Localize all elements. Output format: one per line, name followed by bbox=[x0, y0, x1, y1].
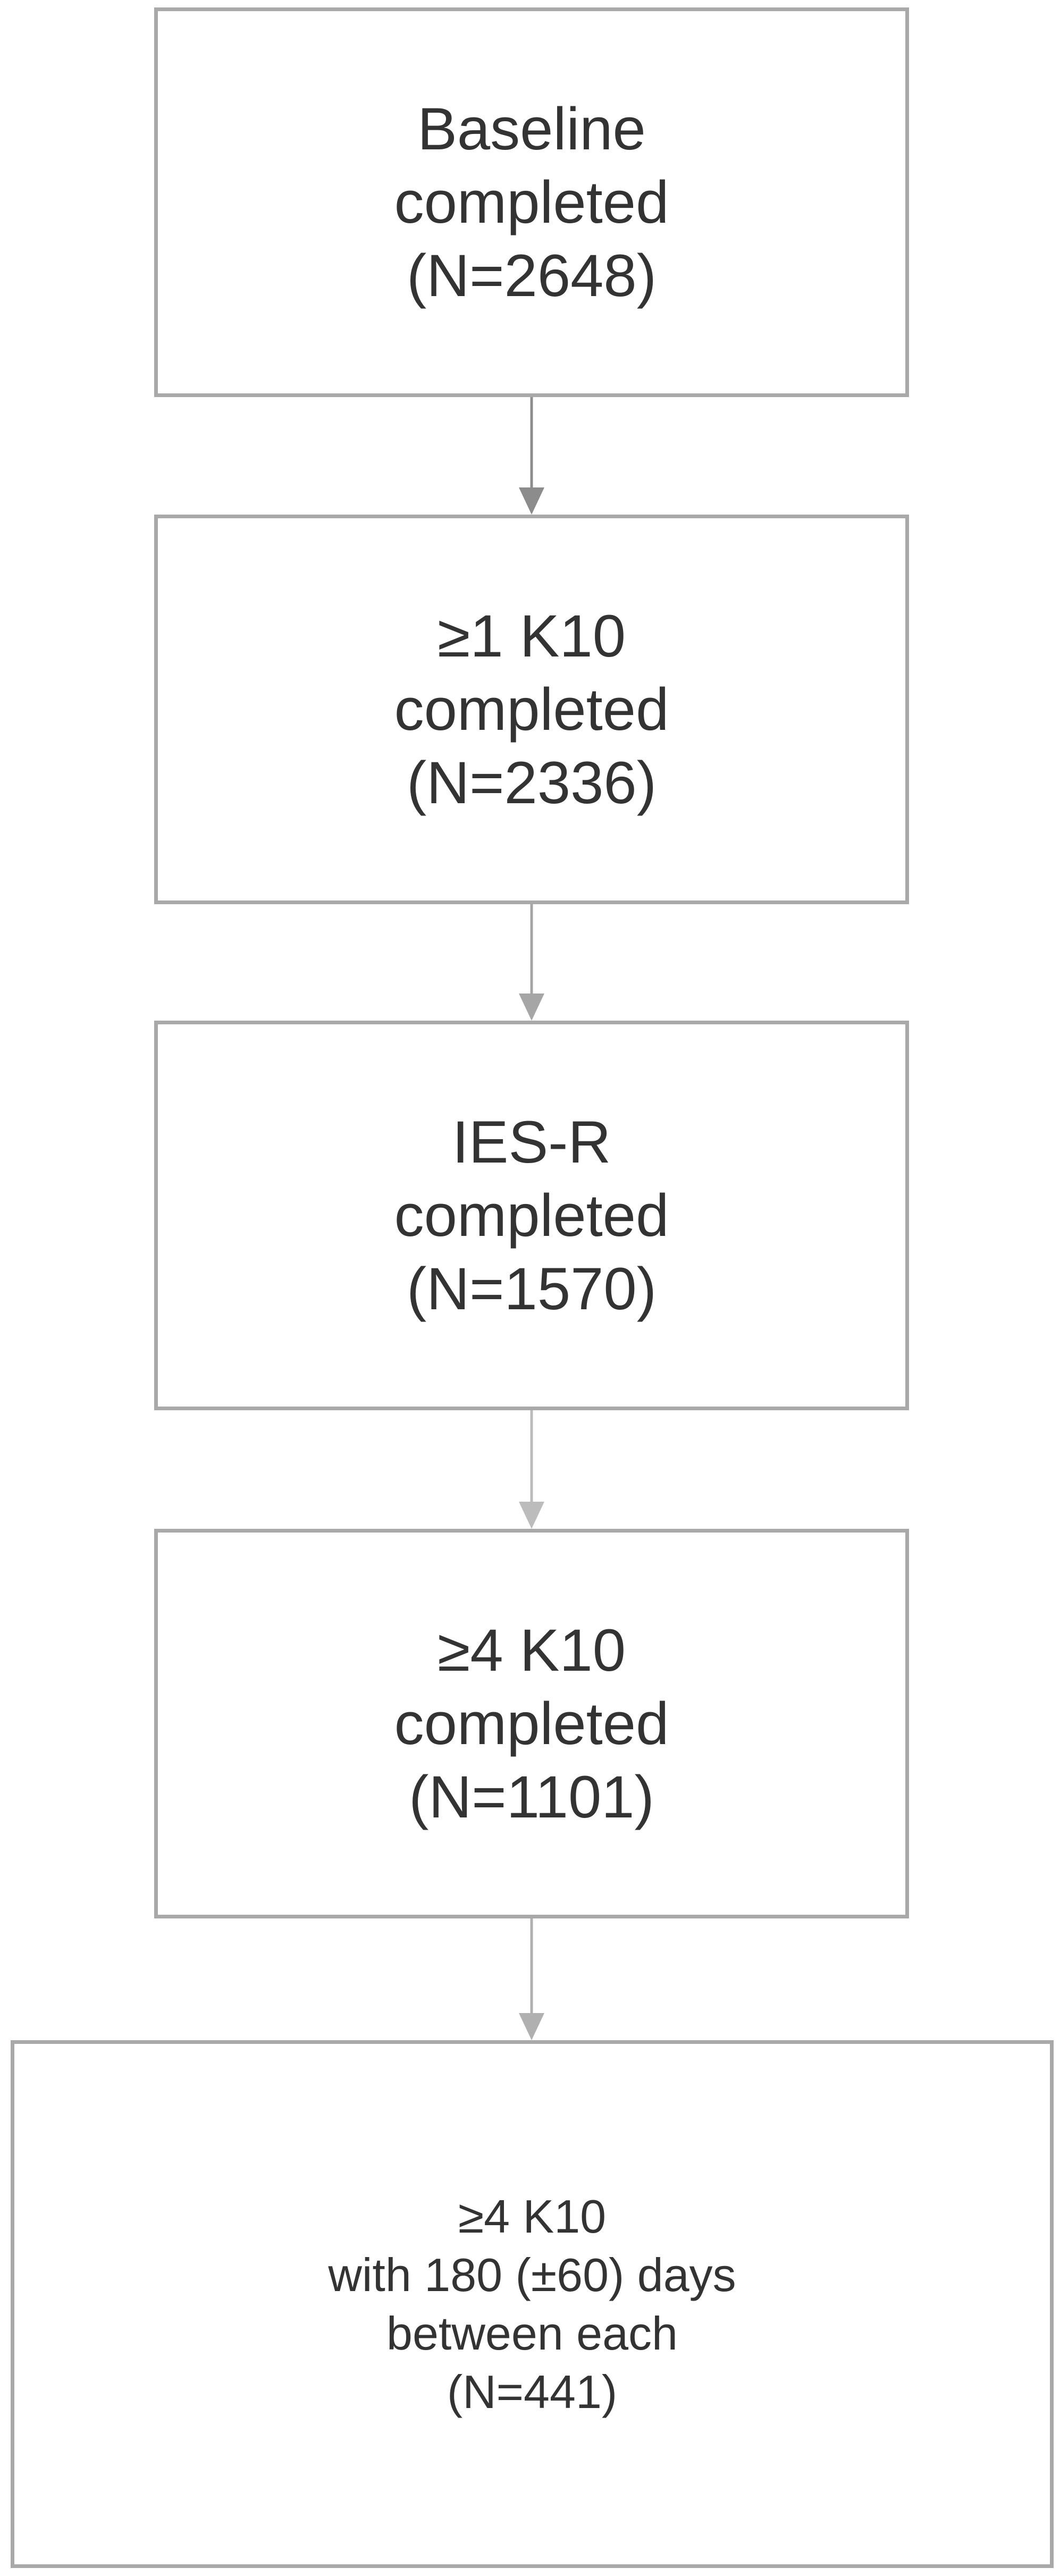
flow-arrow-2 bbox=[516, 904, 548, 1021]
flow-arrow-4 bbox=[516, 1918, 548, 2040]
step-5-line-3: between each bbox=[386, 2306, 678, 2360]
step-four-k10-completed: ≥4 K10 completed (N=1101) bbox=[154, 1529, 909, 1918]
arrow-down-icon bbox=[519, 397, 544, 515]
step-3-line-1: IES-R bbox=[452, 1108, 611, 1175]
step-4-line-2: completed bbox=[394, 1690, 669, 1757]
step-baseline-completed: Baseline completed (N=2648) bbox=[154, 7, 909, 397]
step-1-line-2: completed bbox=[394, 169, 669, 235]
step-3-line-3: (N=1570) bbox=[406, 1255, 657, 1322]
flow-arrow-3 bbox=[516, 1410, 548, 1529]
step-5-line-4: (N=441) bbox=[447, 2365, 618, 2418]
flow-arrow-1 bbox=[516, 397, 548, 515]
step-4-line-3: (N=1101) bbox=[409, 1763, 654, 1830]
arrow-down-icon bbox=[519, 1410, 544, 1529]
step-5-line-2: with 180 (±60) days bbox=[328, 2248, 736, 2301]
step-one-k10-completed: ≥1 K10 completed (N=2336) bbox=[154, 515, 909, 904]
step-1-line-3: (N=2648) bbox=[406, 242, 657, 309]
step-5-line-1: ≥4 K10 bbox=[458, 2190, 607, 2243]
arrow-down-icon bbox=[519, 904, 544, 1021]
step-2-line-2: completed bbox=[394, 676, 669, 743]
step-2-line-3: (N=2336) bbox=[406, 749, 657, 816]
step-ies-r-completed: IES-R completed (N=1570) bbox=[154, 1021, 909, 1410]
step-2-line-1: ≥1 K10 bbox=[437, 602, 626, 669]
step-3-line-2: completed bbox=[394, 1182, 669, 1249]
step-4-line-1: ≥4 K10 bbox=[437, 1617, 626, 1683]
arrow-down-icon bbox=[519, 1918, 544, 2040]
step-four-k10-180-days-apart: ≥4 K10 with 180 (±60) days between each … bbox=[11, 2040, 1054, 2568]
step-1-line-1: Baseline bbox=[417, 95, 646, 162]
